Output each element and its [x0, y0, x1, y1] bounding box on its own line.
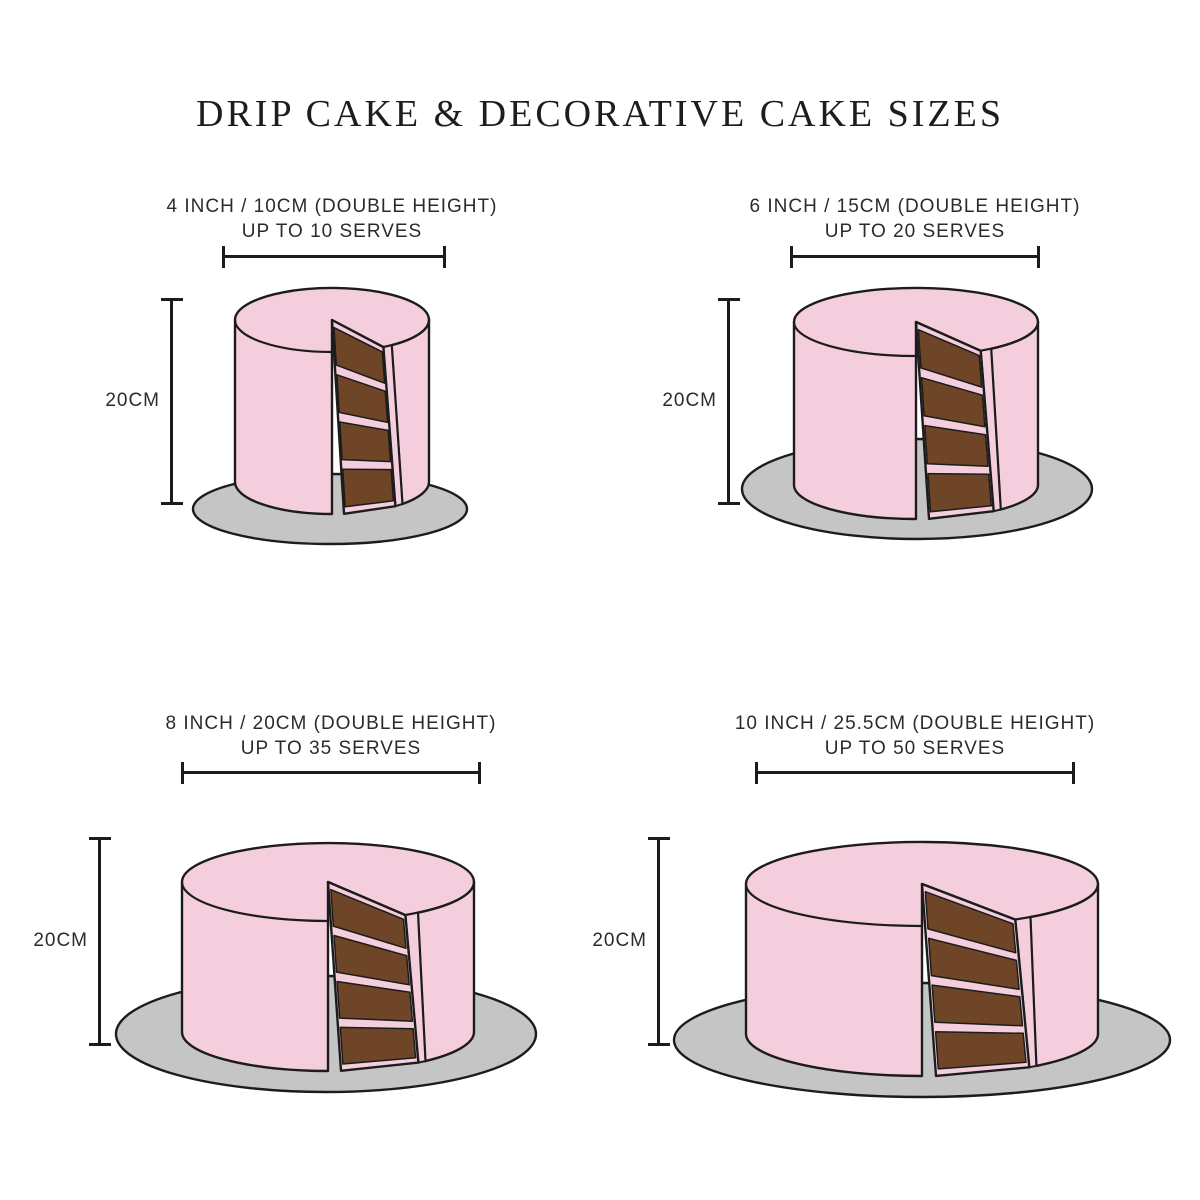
- cake-size-label: 4 INCH / 10CM (DOUBLE HEIGHT) UP TO 10 S…: [82, 194, 582, 244]
- cake-size-label: 10 INCH / 25.5CM (DOUBLE HEIGHT) UP TO 5…: [665, 711, 1165, 761]
- sponge-layer-3: [931, 984, 1024, 1027]
- sponge-layer-4: [342, 468, 395, 508]
- sponge-layer-1: [917, 328, 983, 388]
- sponge-layer-4: [927, 472, 993, 513]
- height-measure-line: [88, 837, 111, 1046]
- sponge-layer-3: [336, 980, 414, 1022]
- sponge-layer-1: [333, 326, 386, 384]
- cake-serves-text: UP TO 35 SERVES: [240, 738, 422, 759]
- diameter-measure-line: [755, 761, 1075, 784]
- height-measure-line: [717, 298, 740, 505]
- cake-diameter-text: 4 INCH / 10CM (DOUBLE HEIGHT): [166, 196, 498, 217]
- top-rim-edge: [180, 880, 330, 923]
- top-rim-edge: [792, 320, 918, 358]
- cake-serves-text: UP TO 10 SERVES: [241, 221, 423, 242]
- height-measure-line: [647, 837, 670, 1046]
- cake-diameter-text: 6 INCH / 15CM (DOUBLE HEIGHT): [749, 196, 1081, 217]
- sponge-layer-4: [934, 1031, 1027, 1070]
- diameter-measure-line: [790, 245, 1040, 268]
- sponge-layer-2: [336, 374, 389, 424]
- sponge-layer-3: [924, 424, 989, 467]
- sponge-layer-1: [924, 890, 1017, 954]
- cake-illustration-6-inch: [740, 286, 1094, 541]
- cake-body-right: [416, 880, 476, 1063]
- sponge-layer-3: [339, 421, 392, 463]
- top-rim-edge: [744, 882, 924, 928]
- cake-body-right: [1029, 882, 1100, 1068]
- cake-height-text: 20CM: [105, 390, 160, 411]
- cake-serves-text: UP TO 20 SERVES: [824, 221, 1006, 242]
- sponge-layer-4: [339, 1026, 417, 1065]
- page-title: DRIP CAKE & DECORATIVE CAKE SIZES: [196, 93, 1004, 135]
- height-measure-line: [160, 298, 183, 505]
- cake-size-label: 6 INCH / 15CM (DOUBLE HEIGHT) UP TO 20 S…: [665, 194, 1165, 244]
- diameter-measure-line: [222, 245, 446, 268]
- cake-diameter-text: 10 INCH / 25.5CM (DOUBLE HEIGHT): [734, 713, 1096, 734]
- cake-body-right: [390, 318, 431, 506]
- cake-height-text: 20CM: [33, 930, 88, 951]
- cake-illustration-8-inch: [114, 841, 538, 1094]
- cake-illustration-10-inch: [672, 840, 1172, 1099]
- sponge-layer-2: [927, 937, 1020, 991]
- cake-diameter-text: 8 INCH / 20CM (DOUBLE HEIGHT): [165, 713, 497, 734]
- sponge-layer-2: [920, 376, 986, 428]
- cake-serves-text: UP TO 50 SERVES: [824, 738, 1006, 759]
- sponge-layer-1: [330, 888, 407, 950]
- cake-height-text: 20CM: [592, 930, 647, 951]
- cake-illustration-4-inch: [191, 286, 469, 546]
- cake-body-right: [989, 320, 1040, 511]
- cake-size-label: 8 INCH / 20CM (DOUBLE HEIGHT) UP TO 35 S…: [81, 711, 581, 761]
- sponge-layer-2: [333, 934, 410, 986]
- diameter-measure-line: [181, 761, 481, 784]
- cake-height-text: 20CM: [662, 390, 717, 411]
- top-rim-edge: [233, 318, 334, 354]
